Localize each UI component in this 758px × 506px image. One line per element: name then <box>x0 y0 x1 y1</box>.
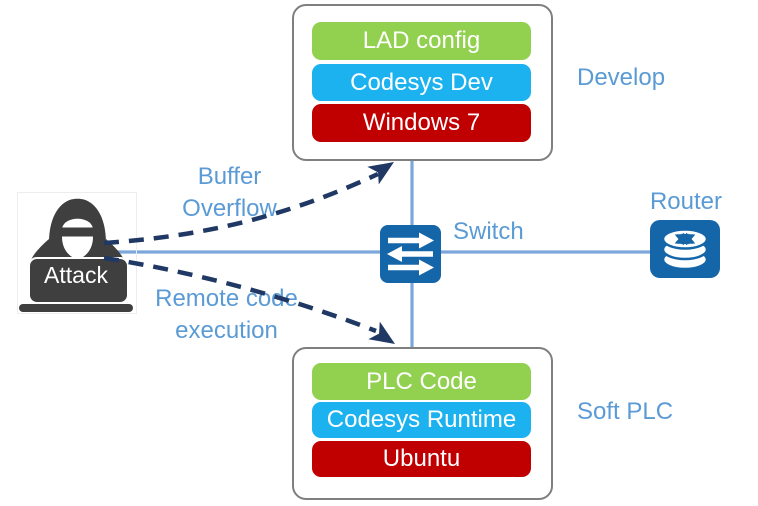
softplc-label: Soft PLC <box>577 398 674 425</box>
laptop-base-icon <box>19 304 133 312</box>
softplc-layer-codesys-runtime: Codesys Runtime <box>312 402 531 438</box>
develop-layer-codesys-dev: Codesys Dev <box>312 64 531 101</box>
router-icon <box>650 220 720 278</box>
attack-label: Attack <box>44 262 108 288</box>
softplc-machine-box: PLC Code Codesys Runtime Ubuntu <box>292 347 553 500</box>
buffer-overflow-label: Buffer Overflow <box>182 163 277 222</box>
remote-code-execution-label: Remote code execution <box>155 285 298 344</box>
softplc-layer-plc-code: PLC Code <box>312 363 531 400</box>
hacker-icon <box>17 192 137 314</box>
switch-icon <box>380 225 441 283</box>
switch-label: Switch <box>453 218 524 245</box>
router-label: Router <box>649 188 723 215</box>
hacker-shoulder-right-icon <box>106 239 124 260</box>
hacker-shoulder-left-icon <box>31 239 49 260</box>
softplc-layer-ubuntu: Ubuntu <box>312 441 531 477</box>
develop-layer-lad-config: LAD config <box>312 22 531 60</box>
hacker-glasses-icon <box>58 227 97 237</box>
develop-label: Develop <box>577 64 666 91</box>
develop-layer-windows7: Windows 7 <box>312 104 531 142</box>
develop-machine-box: LAD config Codesys Dev Windows 7 <box>292 4 553 161</box>
